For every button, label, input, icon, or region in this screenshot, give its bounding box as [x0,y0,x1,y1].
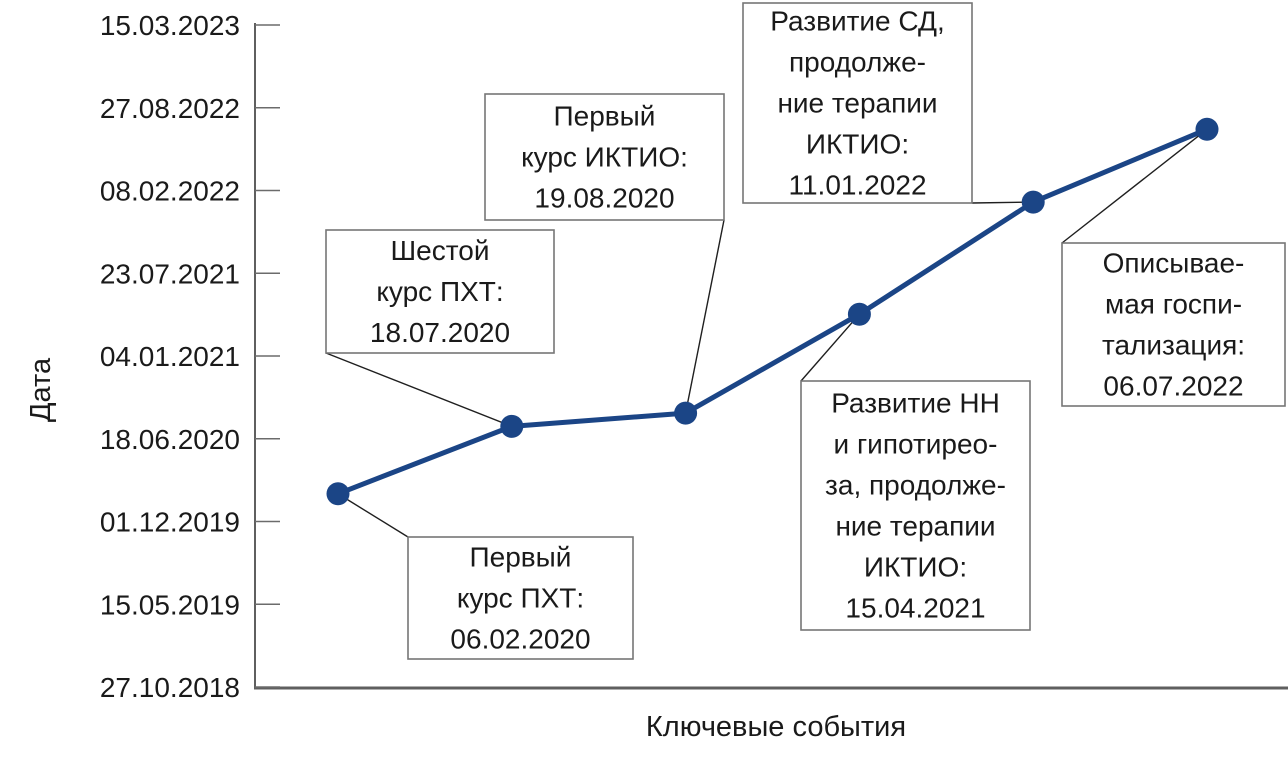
annotation-text-line: ние терапии [835,510,995,541]
annotation-text-line: тализация: [1102,329,1245,360]
annotation-text-line: мая госпи- [1105,288,1242,319]
data-point-marker [326,482,350,506]
y-tick-label: 27.10.2018 [100,672,240,703]
data-point-marker [847,302,871,326]
annotation-leader-line [684,219,725,414]
y-tick-label: 15.05.2019 [100,589,240,620]
annotation-text-line: Развитие НН [831,387,1000,418]
annotation-text-line: 15.04.2021 [845,592,985,623]
annotation-leader-line [1061,128,1208,244]
annotation-box [325,229,555,354]
data-point-marker [1195,117,1219,141]
y-axis-title: Дата [25,357,57,422]
annotation-text-line: 19.08.2020 [534,182,674,213]
annotation-text-line: Шестой [391,235,490,266]
y-tick-label: 27.08.2022 [100,93,240,124]
annotation-text-line: Развитие СД, [770,5,945,36]
annotation-text-line: курс ПХТ: [376,276,503,307]
annotation-text-line: 11.01.2022 [788,169,926,200]
annotation-box [800,380,1031,631]
y-tick-label: 15.03.2023 [100,10,240,41]
annotation-box [407,536,634,660]
y-tick-label: 23.07.2021 [100,258,240,289]
annotation-box [484,93,725,221]
series-line [335,126,1210,497]
annotation-box [1061,242,1286,407]
annotation-text-line: 06.07.2022 [1103,370,1243,401]
annotation-leader-line [325,352,513,427]
annotation-box [742,2,973,204]
data-point-marker [1021,190,1045,214]
annotation-text-line: Описывае- [1103,247,1245,278]
annotation-text-line: курс ИКТИО: [521,141,688,172]
annotation-leader-line [800,313,860,382]
annotation-text-line: за, продолже- [825,469,1006,500]
y-tick-label: 08.02.2022 [100,176,240,207]
annotation-text-line: Первый [470,541,572,572]
annotation-text-line: ние терапии [777,87,937,118]
annotation-leader-line [337,493,409,538]
data-point-marker [500,414,524,438]
annotation-text-line: 18.07.2020 [370,317,510,348]
annotation-text-line: продолже- [789,46,926,77]
data-point-marker [674,401,698,425]
annotation-text-line: ИКТИО: [806,128,909,159]
y-tick-label: 01.12.2019 [100,507,240,538]
annotation-text-line: курс ПХТ: [457,582,584,613]
y-tick-label: 18.06.2020 [100,424,240,455]
annotation-text-line: ИКТИО: [864,551,967,582]
annotation-text-line: 06.02.2020 [450,623,590,654]
annotation-text-line: и гипотирео- [834,428,998,459]
y-tick-label: 04.01.2021 [100,341,240,372]
annotation-text-line: Первый [554,100,656,131]
x-axis-title: Ключевые события [646,711,906,743]
